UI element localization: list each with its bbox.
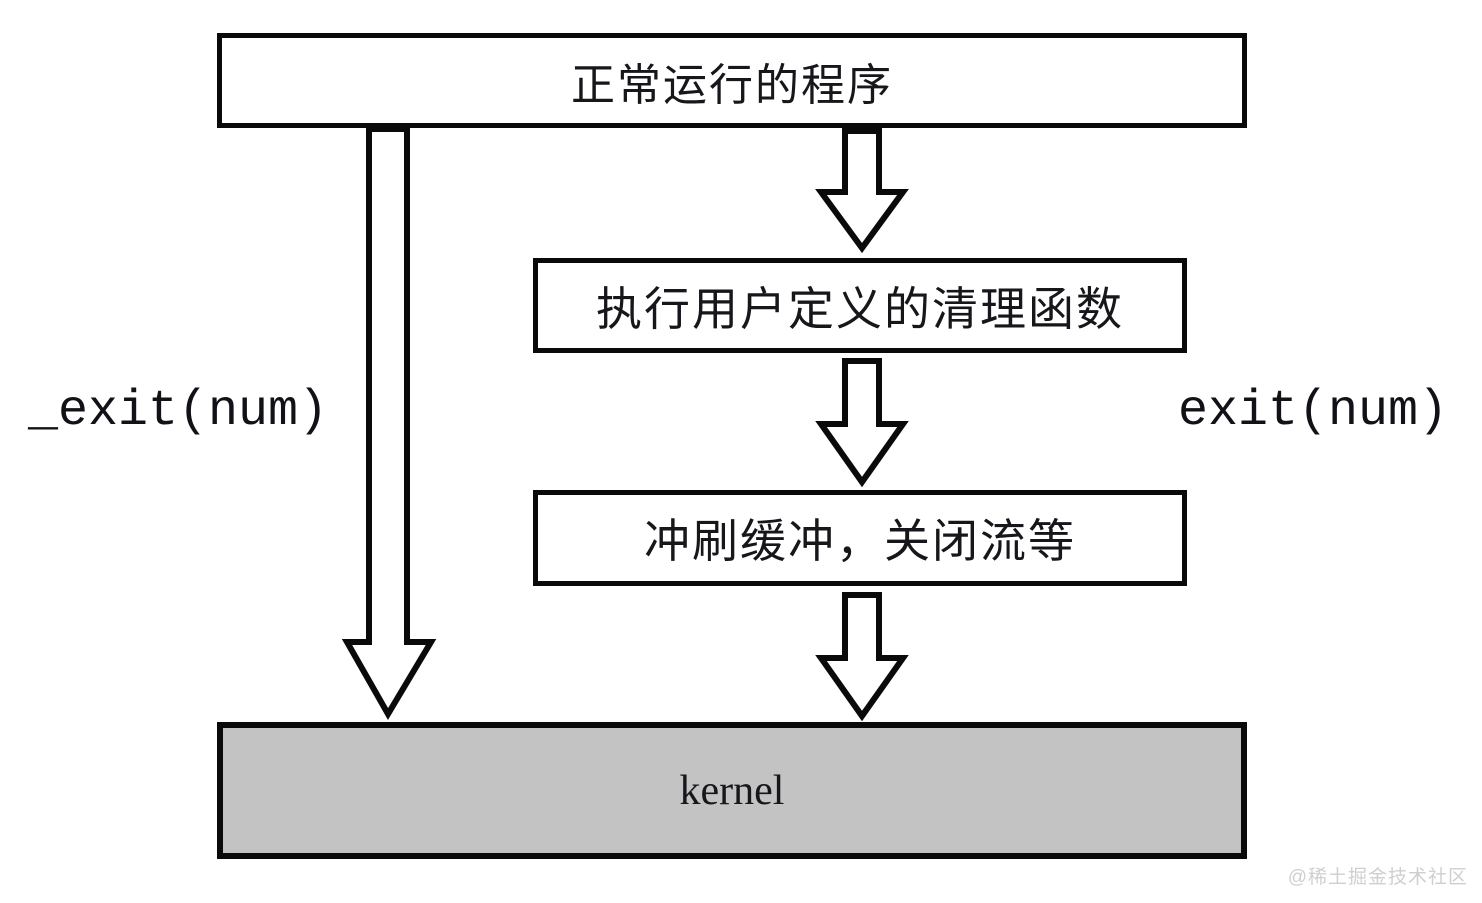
label-underscore-exit-call: _exit(num) [28, 383, 329, 440]
down-arrow-icon-flush-to-kernel [815, 592, 909, 722]
box-user-cleanup-functions-label: 执行用户定义的清理函数 [596, 283, 1124, 335]
box-user-cleanup-functions: 执行用户定义的清理函数 [533, 258, 1187, 353]
down-arrow-icon-cleanup-to-flush [815, 358, 909, 488]
label-exit-call: exit(num) [1178, 383, 1449, 440]
box-normal-running-program: 正常运行的程序 [217, 33, 1247, 128]
box-normal-running-program-label: 正常运行的程序 [571, 60, 893, 110]
long-down-arrow-icon-program-to-kernel [341, 126, 437, 720]
box-flush-buffers-close-streams-label: 冲刷缓冲，关闭流等 [644, 516, 1076, 567]
down-arrow-icon-program-to-cleanup [815, 128, 909, 254]
watermark: @稀土掘金技术社区 [1287, 867, 1468, 888]
box-kernel-label: kernel [679, 767, 785, 814]
box-kernel: kernel [217, 722, 1247, 859]
box-flush-buffers-close-streams: 冲刷缓冲，关闭流等 [533, 490, 1187, 586]
